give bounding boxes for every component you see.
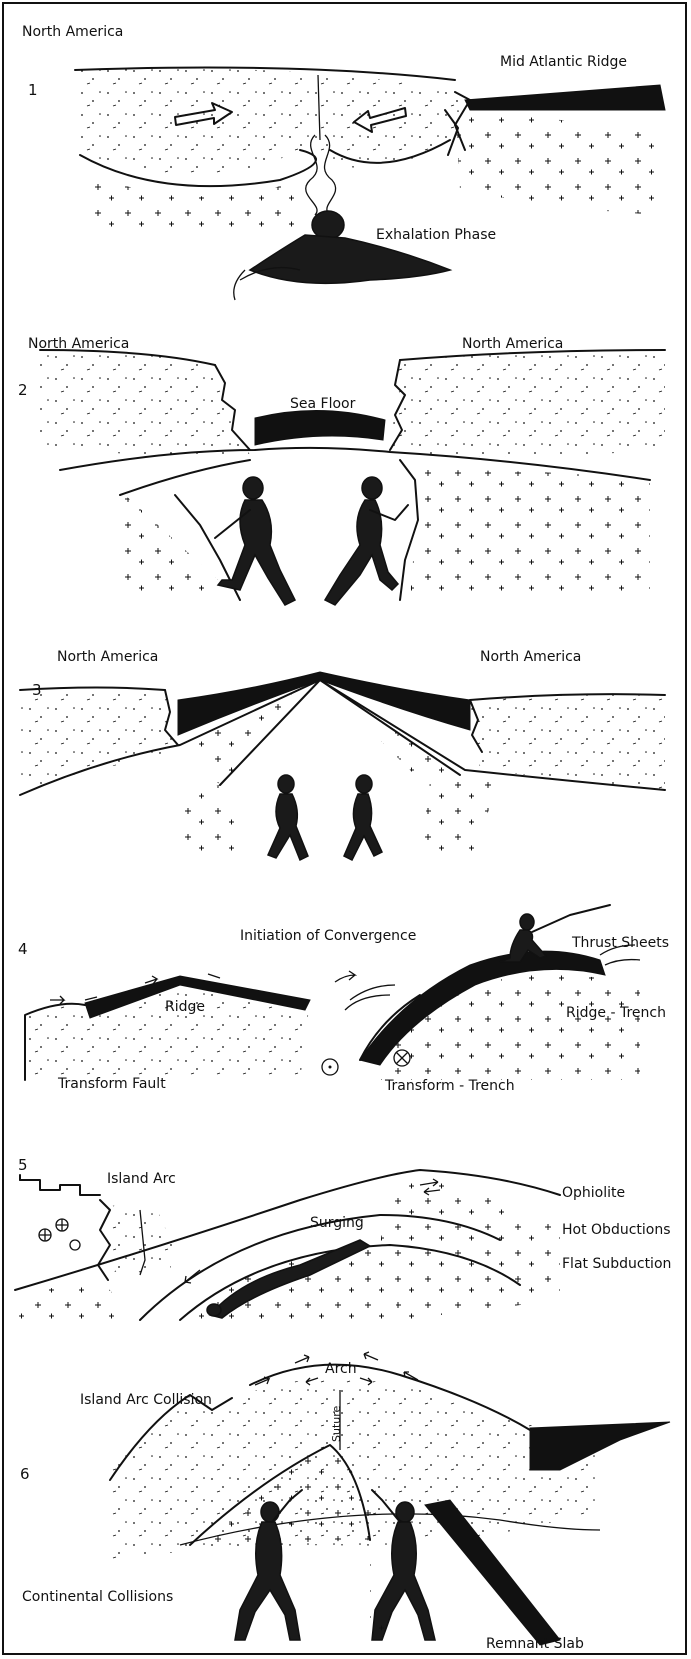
label-north-america-3-left: North America [57,650,158,664]
panel-number-5: 5 [18,1158,28,1173]
label-island-arc: Island Arc [107,1172,176,1186]
label-flat-subduction: Flat Subduction [562,1257,671,1271]
panel-number-1: 1 [28,83,38,98]
label-ophiolite: Ophiolite [562,1186,625,1200]
label-sea-floor: Sea Floor [290,397,355,411]
label-ridge: Ridge [165,1000,205,1014]
panel-number-3: 3 [32,683,42,698]
label-thrust-sheets: Thrust Sheets [572,936,669,950]
label-hot-obductions: Hot Obductions [562,1223,671,1237]
label-island-arc-collision: Island Arc Collision [80,1393,212,1407]
panel-number-4: 4 [18,942,28,957]
panel-number-6: 6 [20,1467,30,1482]
label-initiation-of-convergence: Initiation of Convergence [240,929,416,943]
label-transform-fault: Transform Fault [58,1077,166,1091]
label-transform-trench: Transform - Trench [385,1079,515,1093]
panel-number-2: 2 [18,383,28,398]
panel-3-sketch [20,672,665,860]
panel-2-sketch [40,350,665,605]
label-continental-collisions: Continental Collisions [22,1590,173,1604]
label-mid-atlantic-ridge: Mid Atlantic Ridge [500,55,627,69]
label-north-america-1: North America [22,25,123,39]
panel-1-sketch [75,68,665,300]
label-arch: Arch [325,1362,357,1376]
label-exhalation-phase: Exhalation Phase [376,228,496,242]
label-north-america-3-right: North America [480,650,581,664]
label-surging: Surging [310,1216,364,1230]
panel-5-sketch [15,1170,560,1320]
label-north-america-2-left: North America [28,337,129,351]
label-north-america-2-right: North America [462,337,563,351]
label-suture: Suture [330,1406,343,1442]
label-remnant-slab: Remnant Slab [486,1637,584,1651]
label-ridge-trench: Ridge - Trench [566,1006,666,1020]
